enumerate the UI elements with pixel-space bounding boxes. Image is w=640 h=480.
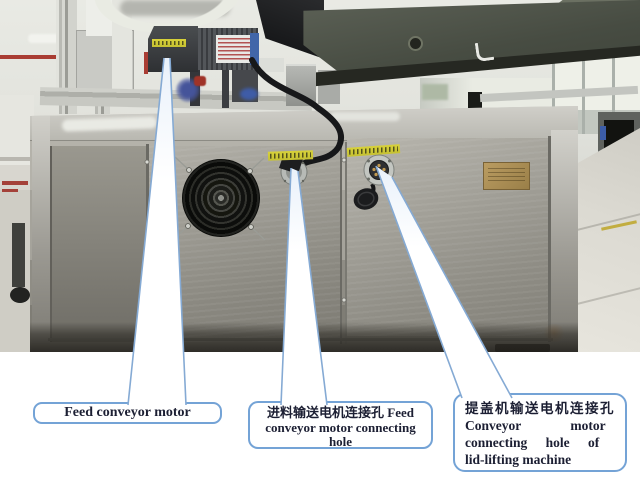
conveyor-bolt [408, 36, 423, 51]
machine-support-post [222, 64, 229, 108]
cooling-fan-grille [182, 159, 260, 237]
callout-text: Feed conveyor motor [64, 405, 191, 420]
door-seam [340, 142, 342, 344]
motor-power-cable [249, 57, 345, 169]
motor-blue-sticker [250, 33, 259, 65]
background-table-edge [0, 157, 34, 161]
blue-wiring [240, 88, 258, 100]
photo-detail-overlay [144, 57, 395, 303]
motor-nameplate [216, 35, 254, 63]
red-pipe-horizontal [0, 55, 56, 59]
cabinet-left-stile [32, 112, 50, 352]
lid-lifting-connector [353, 154, 395, 210]
equipment-leg [12, 223, 25, 287]
callout-text-line: 进料输送电机连接孔 Feed [267, 405, 414, 420]
red-pipe-mark [2, 181, 28, 185]
fan-guard-screws [185, 167, 254, 230]
red-machine-part [194, 76, 206, 86]
callout-text-line: 提盖机输送电机连接孔 [465, 401, 615, 416]
cabinet-right-stile [551, 130, 578, 352]
window-greenery [422, 84, 448, 100]
callout-text-line: connecting hole of [465, 435, 600, 450]
callout-feed-conveyor-motor: Feed conveyor motor [33, 402, 222, 424]
machine-photo [0, 0, 640, 352]
callout-text-line: lid-lifting machine [465, 452, 572, 467]
background-object [468, 92, 482, 110]
motor-yellow-tag [152, 39, 186, 47]
callout-text-line: Conveyor motor [465, 418, 606, 433]
ceiling-light [28, 34, 74, 43]
connector-yellow-tag-left [267, 150, 314, 161]
callout-text-line: hole [328, 434, 353, 449]
background-machine-detail [600, 126, 606, 140]
red-pipe-mark [2, 189, 18, 192]
door-seam [345, 142, 347, 344]
steel-weld-highlight [330, 112, 400, 121]
callout-feed-conveyor-motor-connecting-hole: 进料输送电机连接孔 Feed conveyor motor connecting… [248, 401, 433, 449]
left-background [0, 95, 34, 352]
door-seam [548, 136, 551, 342]
callout-lid-lifting-machine-connector: 提盖机输送电机连接孔 Conveyor motor connecting hol… [453, 393, 627, 472]
door-screws [144, 157, 347, 303]
callout-text-line: conveyor motor connecting [265, 419, 416, 435]
caster-wheel [10, 287, 30, 303]
aluminum-frame-post [56, 0, 77, 114]
machine-bracket [258, 58, 284, 72]
